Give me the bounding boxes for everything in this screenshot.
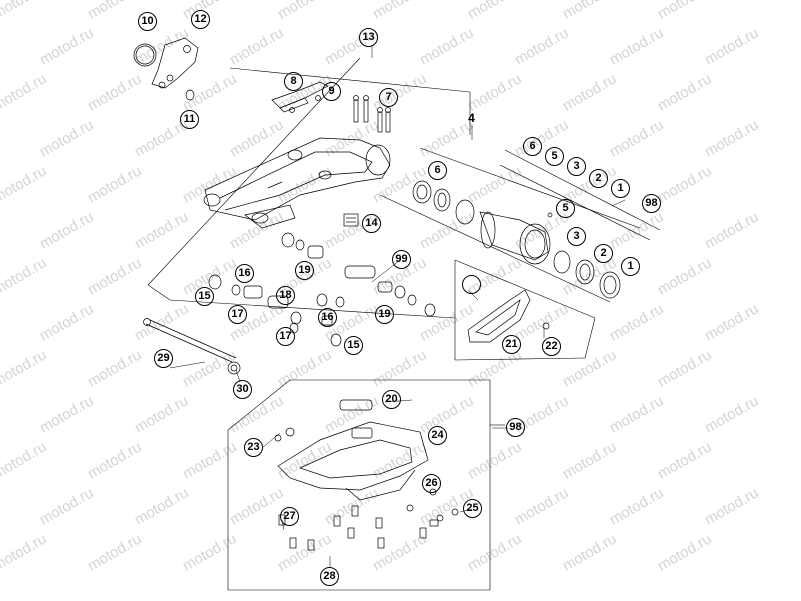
callout-17b: 17 xyxy=(276,327,295,346)
callout-16a: 16 xyxy=(235,264,254,283)
callout-9: 9 xyxy=(322,82,341,101)
callout-26: 26 xyxy=(422,474,441,493)
callout-10: 10 xyxy=(138,12,157,31)
callout-6a: 6 xyxy=(523,137,542,156)
hub-assembly xyxy=(412,180,621,299)
callout-4: 4 xyxy=(468,110,475,125)
callout-15a: 15 xyxy=(195,287,214,306)
callout-8: 8 xyxy=(284,72,303,91)
caliper-bracket xyxy=(133,37,199,101)
callout-20: 20 xyxy=(382,390,401,409)
callout-28: 28 xyxy=(320,567,339,586)
group-outlines xyxy=(147,57,661,591)
callout-19a: 19 xyxy=(295,261,314,280)
swingarm-axle xyxy=(143,318,241,375)
callout-15b: 15 xyxy=(344,336,363,355)
callout-30: 30 xyxy=(233,380,252,399)
callout-16b: 16 xyxy=(318,308,337,327)
sticker xyxy=(343,213,359,227)
chain-guide xyxy=(467,289,550,343)
callout-17a: 17 xyxy=(228,305,247,324)
swingarm xyxy=(203,137,391,229)
callout-2b: 2 xyxy=(594,244,613,263)
mounting-hardware xyxy=(278,505,439,551)
callout-96: 98 xyxy=(642,194,661,213)
callout-1a: 1 xyxy=(611,179,630,198)
callout-97: 99 xyxy=(392,250,411,269)
callout-6b: 6 xyxy=(428,161,447,180)
callout-21: 21 xyxy=(502,335,521,354)
callout-2a: 2 xyxy=(589,169,608,188)
callout-22: 22 xyxy=(542,337,561,356)
callout-25: 25 xyxy=(463,499,482,518)
callout-13: 13 xyxy=(359,28,378,47)
callout-24: 24 xyxy=(428,426,447,445)
callout-3a: 3 xyxy=(567,157,586,176)
callout-18: 18 xyxy=(276,286,295,305)
callout-12: 12 xyxy=(191,10,210,29)
callout-14: 14 xyxy=(362,214,381,233)
callout-99 xyxy=(462,275,481,294)
skid-plate xyxy=(274,399,459,522)
callout-1b: 1 xyxy=(621,257,640,276)
callout-5b: 5 xyxy=(556,199,575,218)
callout-3b: 3 xyxy=(567,227,586,246)
callout-27: 27 xyxy=(280,507,299,526)
callout-19b: 19 xyxy=(375,305,394,324)
callout-98: 98 xyxy=(506,418,525,437)
callout-7: 7 xyxy=(379,88,398,107)
callout-23: 23 xyxy=(244,438,263,457)
callout-29: 29 xyxy=(154,349,173,368)
callout-5a: 5 xyxy=(545,147,564,166)
callout-11: 11 xyxy=(180,110,199,129)
bolts xyxy=(353,95,391,133)
